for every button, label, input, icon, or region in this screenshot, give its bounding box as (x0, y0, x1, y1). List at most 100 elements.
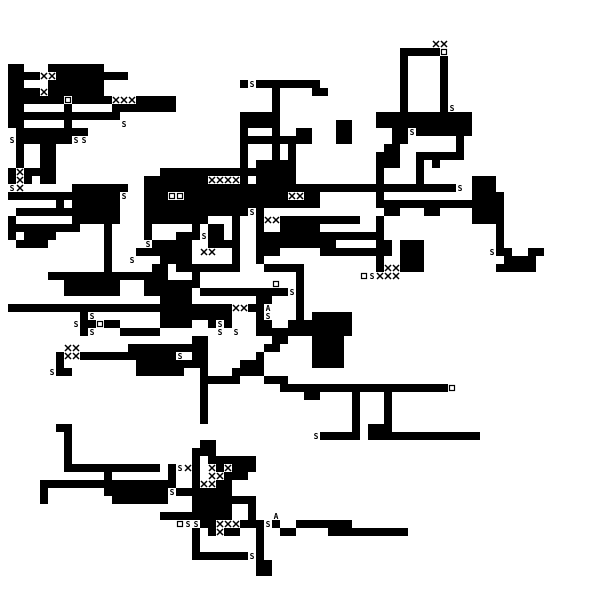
wall-segment (8, 168, 56, 176)
wall-segment (200, 440, 216, 456)
wall-segment (216, 240, 232, 248)
glyph-letter: S (82, 136, 87, 145)
wall-segment (40, 144, 56, 168)
wall-segment (232, 496, 256, 504)
wall-segment (312, 312, 344, 320)
wall-segment (248, 112, 272, 128)
glyph-tile: S (88, 328, 96, 337)
glyph-letter: S (178, 464, 183, 473)
wall-segment (400, 56, 408, 112)
wall-segment (264, 344, 280, 352)
wall-segment (384, 432, 480, 440)
glyph-tile: S (232, 328, 240, 337)
glyph-tile: S (368, 272, 376, 281)
glyph-tile: S (312, 432, 320, 441)
glyph-letter: S (90, 328, 95, 337)
wall-segment (16, 144, 24, 176)
wall-segment (376, 152, 384, 200)
wall-segment (16, 128, 80, 144)
wall-segment (160, 512, 192, 520)
glyph-tile: S (8, 136, 16, 145)
x-marker-icon (40, 72, 48, 80)
glyph-tile: S (288, 288, 296, 297)
wall-segment (256, 208, 264, 264)
wall-segment (392, 120, 408, 144)
wall-segment (96, 320, 120, 328)
x-marker-icon (392, 272, 400, 280)
x-marker-icon (208, 472, 216, 480)
wall-segment (440, 48, 448, 120)
wall-segment (72, 464, 160, 472)
wall-segment (104, 472, 112, 496)
wall-segment (248, 504, 256, 520)
x-marker-icon (232, 304, 240, 312)
wall-segment (16, 240, 48, 248)
wall-segment (184, 280, 192, 328)
x-marker-icon (288, 192, 296, 200)
wall-segment (264, 232, 336, 248)
wall-segment (280, 136, 296, 144)
wall-segment (56, 368, 72, 376)
wall-segment (264, 240, 280, 256)
x-marker-icon (296, 192, 304, 200)
glyph-letter: S (10, 136, 15, 145)
x-marker-icon (184, 464, 192, 472)
box-marker-icon (272, 280, 280, 288)
wall-segment (256, 352, 264, 368)
wall-segment (376, 200, 496, 208)
glyph-letter: S (170, 488, 175, 497)
wall-segment (160, 296, 184, 328)
wall-segment (152, 264, 168, 272)
wall-segment (312, 88, 328, 96)
x-marker-icon (64, 344, 72, 352)
wall-segment (128, 344, 200, 352)
x-marker-icon (384, 272, 392, 280)
glyph-letter: S (410, 128, 415, 137)
wall-segment (384, 240, 392, 256)
wall-segment (176, 232, 192, 272)
glyph-tile: S (216, 320, 224, 329)
glyph-letter: S (234, 328, 239, 337)
glyph-tile: S (448, 104, 456, 113)
x-marker-icon (216, 176, 224, 184)
glyph-letter: A (274, 512, 279, 521)
x-marker-icon (440, 40, 448, 48)
glyph-letter: A (266, 304, 271, 313)
x-marker-icon (224, 176, 232, 184)
x-marker-icon (384, 264, 392, 272)
glyph-tile: S (248, 208, 256, 217)
wall-segment (336, 216, 360, 224)
wall-segment (56, 352, 64, 368)
glyph-tile: S (120, 120, 128, 129)
x-marker-icon (72, 352, 80, 360)
glyph-letter: S (370, 272, 375, 281)
glyph-tile: S (48, 368, 56, 377)
glyph-letter: S (90, 312, 95, 321)
wall-segment (200, 200, 240, 208)
x-marker-icon (224, 520, 232, 528)
wall-segment (240, 80, 320, 88)
glyph-letter: S (10, 184, 15, 193)
wall-segment (160, 256, 184, 264)
glyph-tile: S (456, 184, 464, 193)
glyph-tile: S (248, 552, 256, 561)
wall-segment (264, 216, 336, 224)
glyph-letter: S (74, 136, 79, 145)
box-marker-icon (448, 384, 456, 392)
box-marker-icon (168, 192, 176, 200)
glyph-letter: S (186, 520, 191, 529)
wall-segment (144, 280, 184, 296)
glyph-letter: S (266, 520, 271, 529)
x-marker-icon (392, 264, 400, 272)
glyph-tile: S (88, 312, 96, 321)
wall-segment (240, 112, 248, 216)
x-marker-icon (208, 248, 216, 256)
wall-segment (184, 216, 200, 224)
wall-segment (104, 72, 128, 80)
glyph-tile: S (248, 80, 256, 89)
wall-segment (176, 360, 200, 368)
wall-segment (376, 216, 384, 272)
glyph-tile: S (80, 136, 88, 145)
